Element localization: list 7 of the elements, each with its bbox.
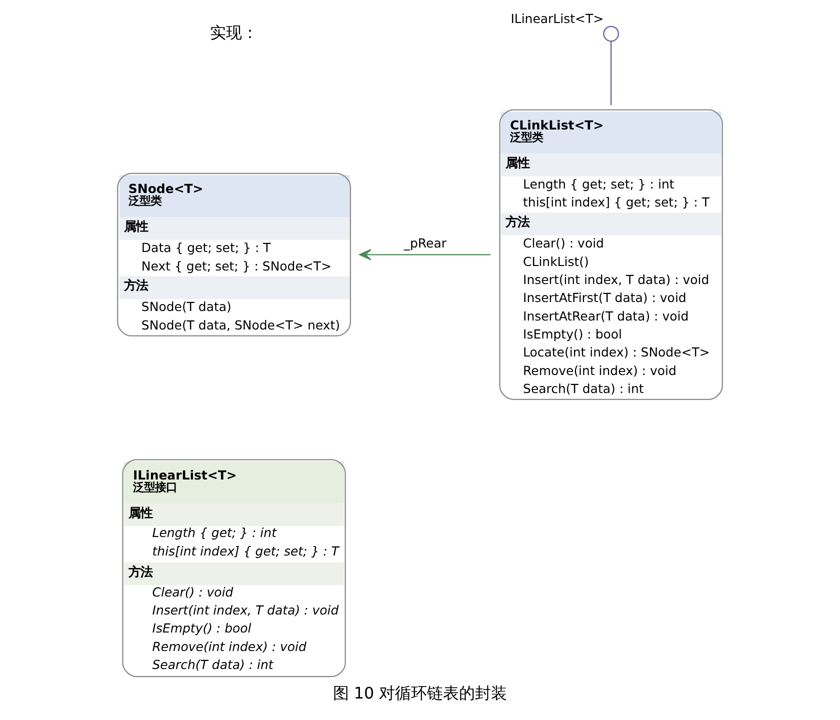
- connector: [610, 41, 612, 106]
- arrow: [359, 248, 491, 260]
- caption: 图 10 对循环链表的封装: [332, 683, 508, 702]
- diagram-title: 实现：: [210, 22, 258, 42]
- node-circle: [603, 26, 620, 42]
- edge-label: _pRear: [404, 236, 446, 251]
- node-label: ILinearList<T>: [510, 10, 604, 26]
